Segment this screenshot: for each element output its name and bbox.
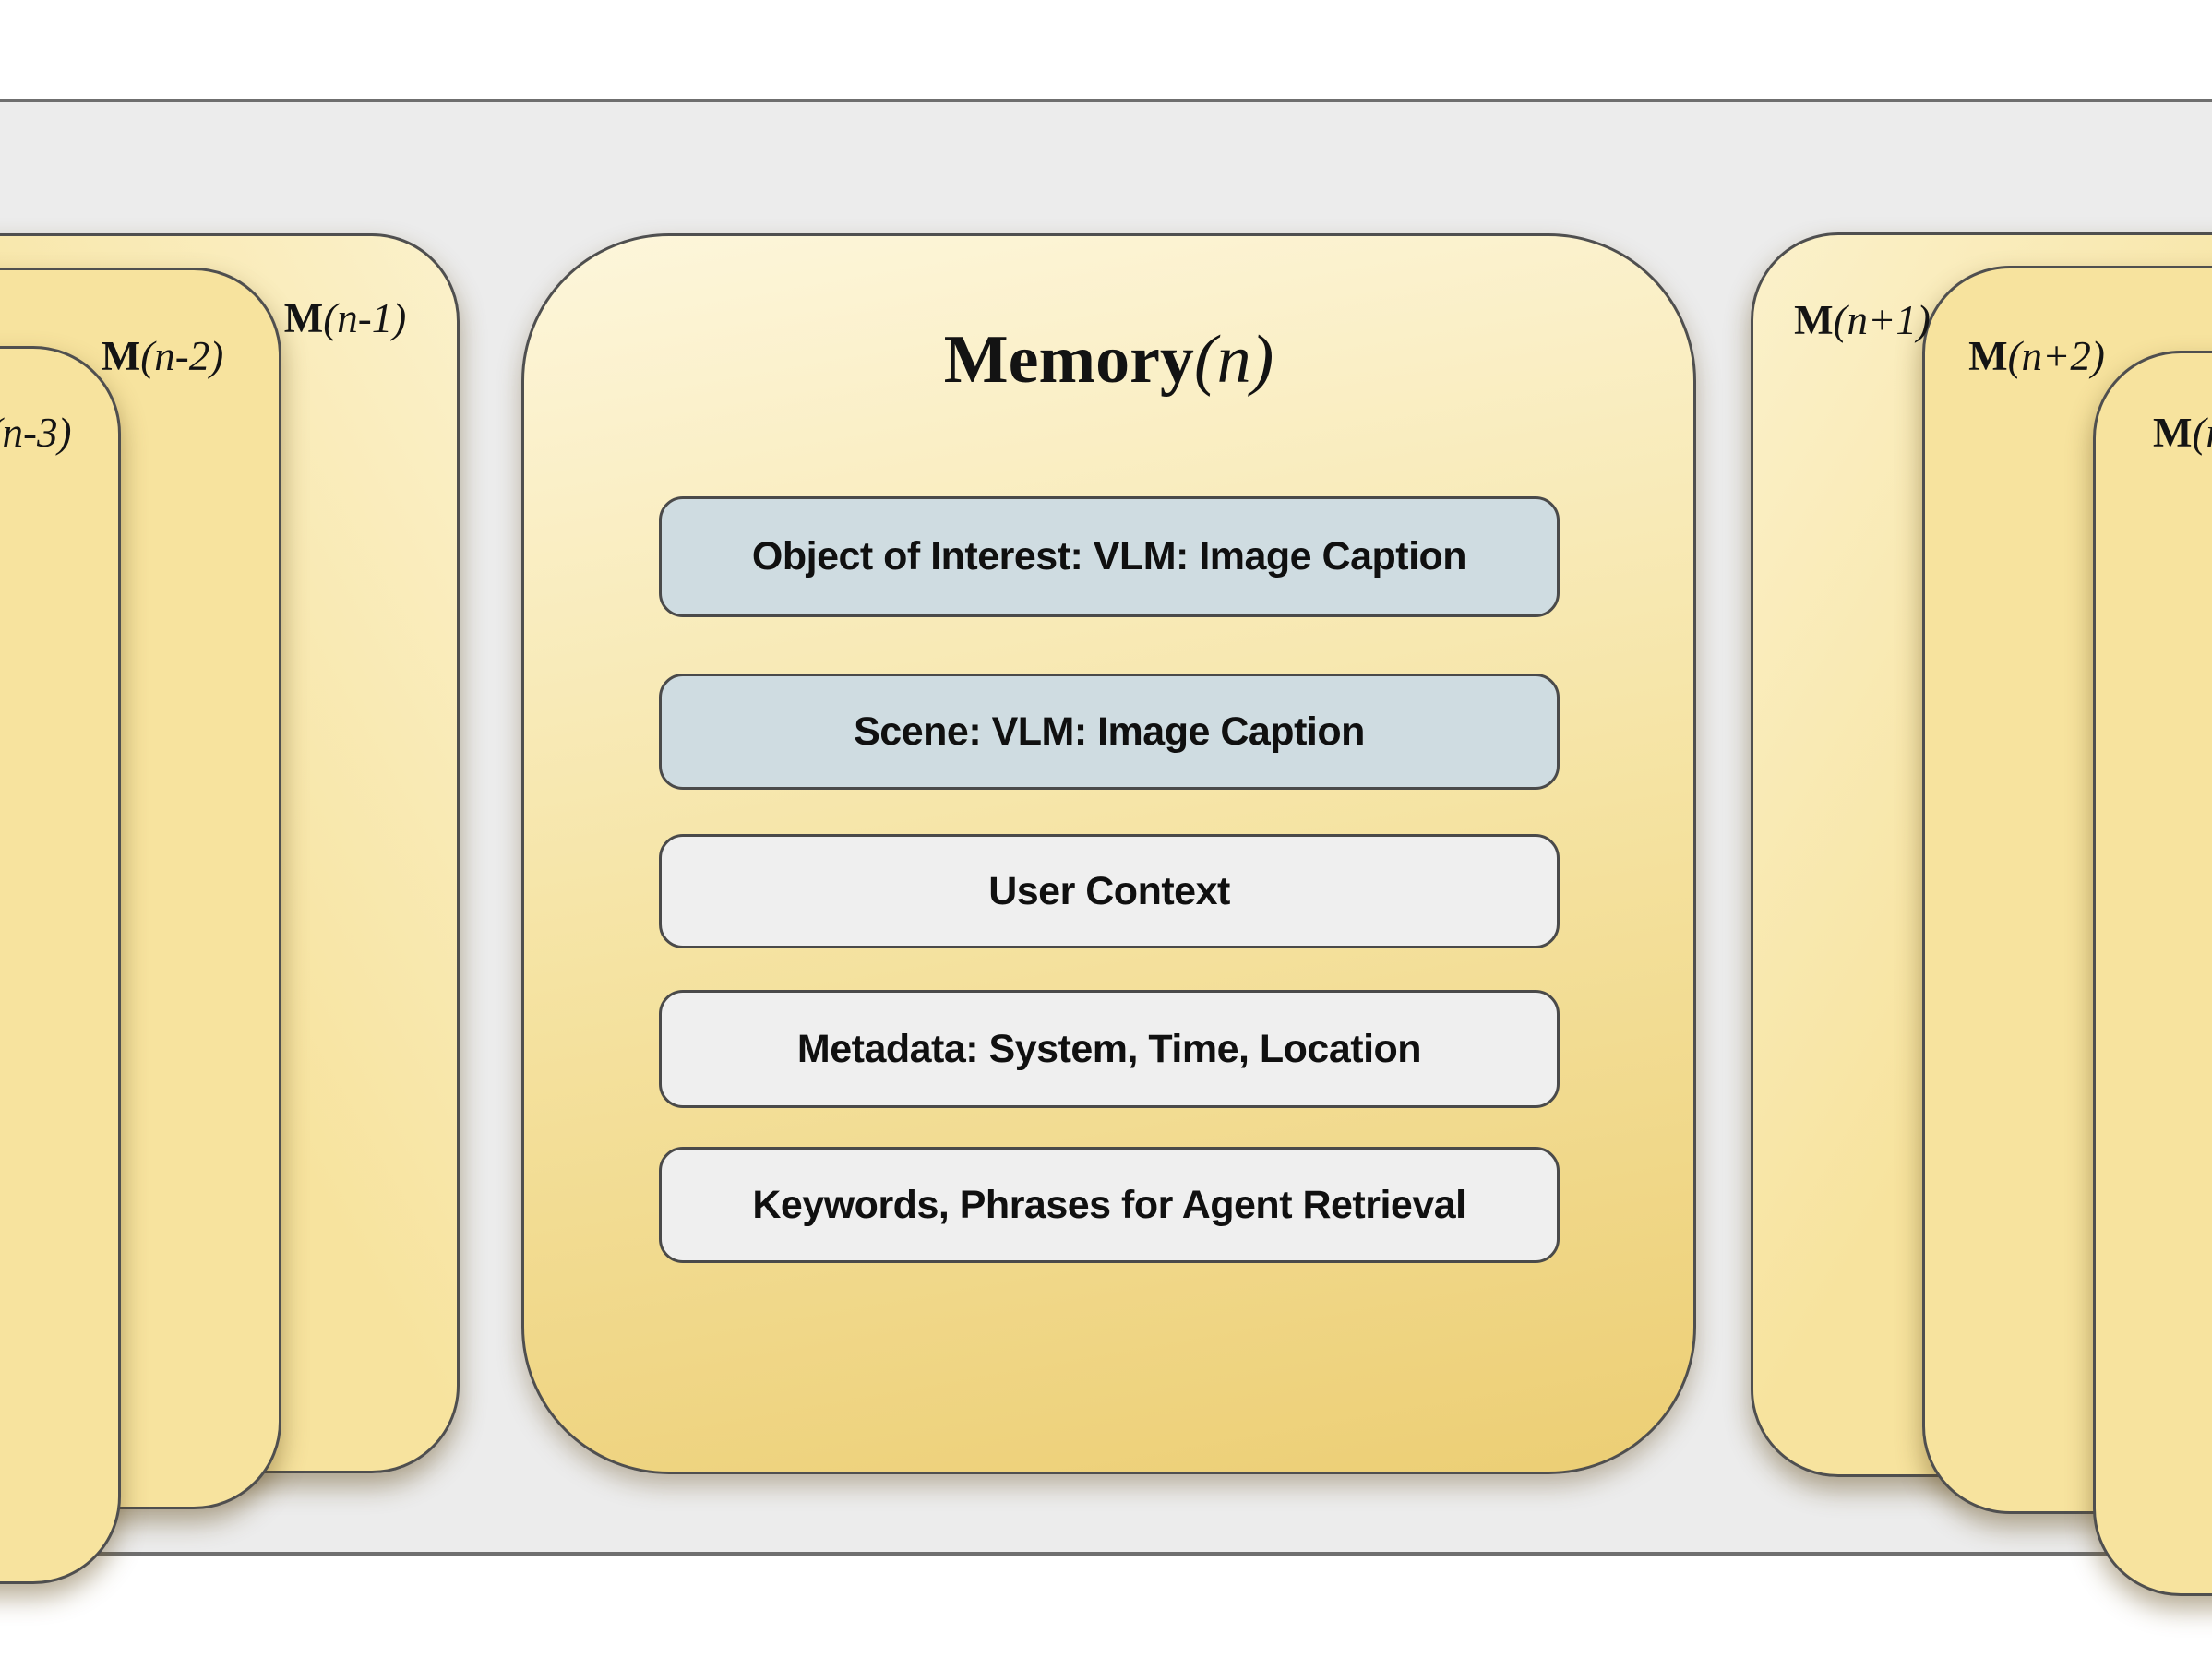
future-memory-label-1-suffix: (n+1): [1833, 297, 1931, 343]
memory-field-metadata: Metadata: System, Time, Location: [659, 990, 1560, 1108]
past-memory-label-1-suffix: (n-1): [323, 295, 407, 341]
memory-card-n-plus-3: [2093, 351, 2212, 1596]
future-memory-label-1-prefix: M: [1794, 297, 1834, 343]
memory-card-title-index: (n): [1193, 322, 1274, 398]
past-memory-label-3-suffix: (n-3): [0, 410, 72, 456]
memory-field-object-of-interest: Object of Interest: VLM: Image Caption: [659, 496, 1560, 617]
memory-field-user-context: User Context: [659, 834, 1560, 948]
memory-field-scene: Scene: VLM: Image Caption: [659, 674, 1560, 790]
past-memory-label-2: M(n-2): [102, 336, 223, 377]
future-memory-label-3: M(n+3): [2153, 412, 2212, 454]
past-memory-label-2-prefix: M: [101, 333, 141, 379]
memory-card-title-main: Memory: [943, 322, 1194, 398]
future-memory-label-2-prefix: M: [1968, 333, 2008, 379]
memory-card-n: Memory(n) Object of Interest: VLM: Image…: [521, 233, 1696, 1474]
past-memory-label-1-prefix: M: [283, 295, 324, 341]
future-memory-label-3-suffix: (n+3): [2192, 410, 2212, 456]
memory-card-n-minus-3: [0, 346, 121, 1584]
past-memory-label-3: M(n-3): [0, 412, 71, 454]
past-memory-label-1: M(n-1): [284, 298, 406, 340]
memory-card-title: Memory(n): [524, 326, 1693, 394]
past-memory-label-2-suffix: (n-2): [140, 333, 224, 379]
future-memory-label-3-prefix: M: [2153, 410, 2193, 456]
future-memory-label-2-suffix: (n+2): [2007, 333, 2105, 379]
memory-field-keywords: Keywords, Phrases for Agent Retrieval: [659, 1147, 1560, 1263]
future-memory-label-1: M(n+1): [1794, 300, 1931, 341]
future-memory-label-2: M(n+2): [1968, 336, 2105, 377]
